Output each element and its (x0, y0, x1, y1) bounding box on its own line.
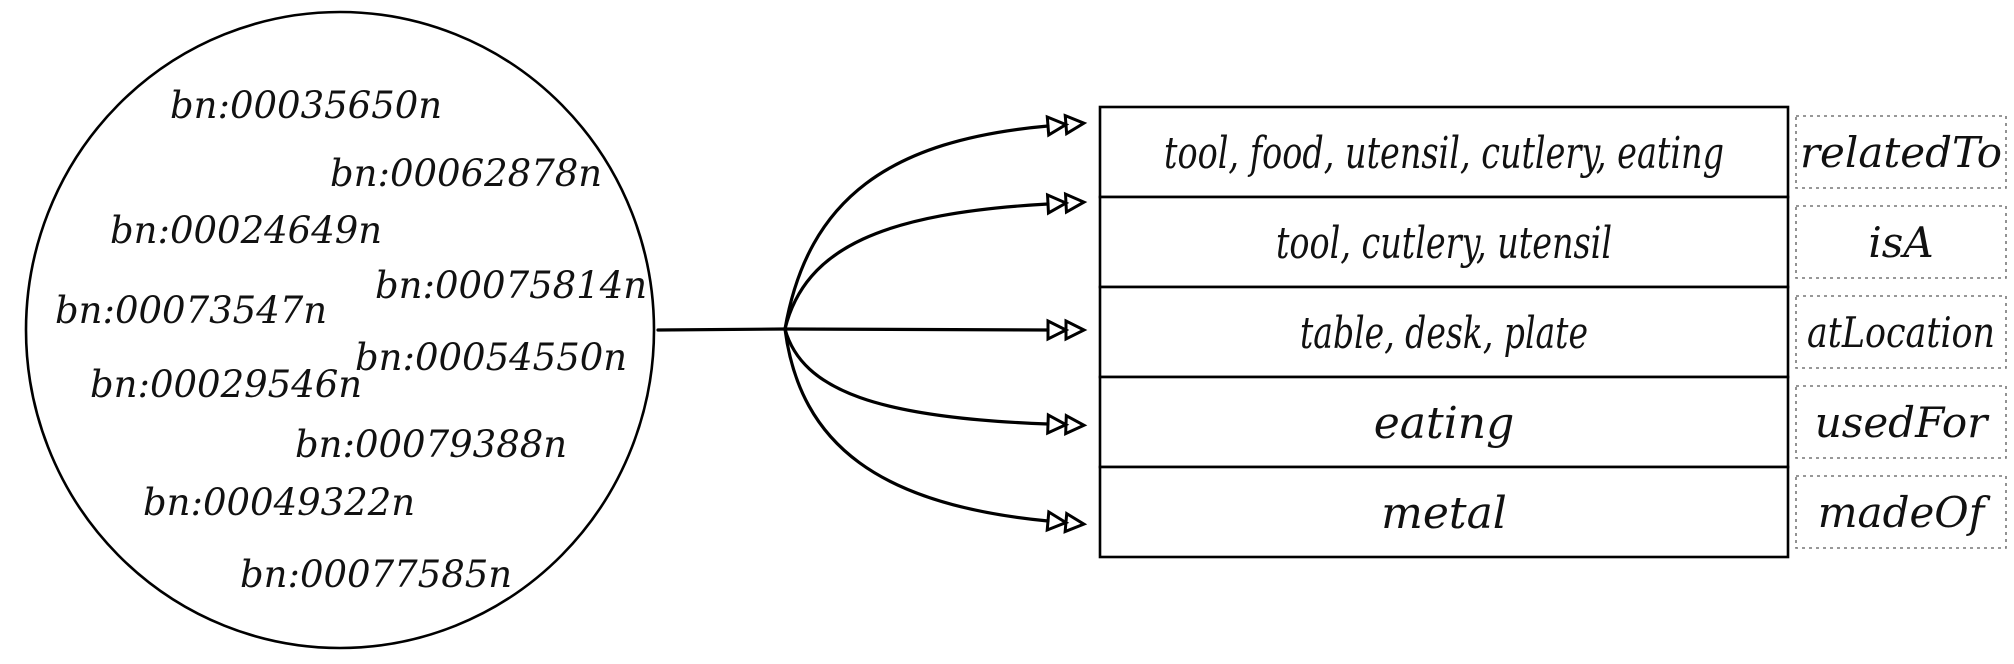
concept-label: eating (1374, 398, 1515, 449)
synset-id: bn:00024649n (110, 209, 382, 252)
relation-cell (1795, 295, 2007, 369)
relation-label: usedFor (1815, 398, 1990, 447)
edge-at-location (783, 327, 1050, 332)
concept-label: tool, cutlery, utensil (1276, 218, 1612, 269)
concept-table: tool, food, utensil, cutlery, eating too… (1098, 105, 1790, 559)
concept-label: table, desk, plate (1300, 308, 1588, 359)
arrowhead-icon (1046, 318, 1088, 342)
arrowhead-icon (1045, 509, 1088, 534)
synset-id: bn:00073547n (55, 289, 327, 332)
synset-id: bn:00029546n (90, 363, 362, 406)
concept-cell (1098, 285, 1790, 379)
relation-label: madeOf (1818, 488, 1991, 537)
synset-id: bn:00049322n (143, 481, 415, 524)
relation-label: relatedTo (1800, 128, 2002, 177)
trunk-edge (656, 327, 787, 332)
edge-made-of (783, 327, 1050, 523)
synset-id: bn:00054550n (355, 336, 627, 379)
relation-cell (1795, 475, 2007, 549)
relation-label: isA (1868, 218, 1933, 267)
synset-id: bn:00079388n (295, 423, 567, 466)
synset-circle (24, 10, 656, 650)
synset-id-list: bn:00035650n bn:00062878n bn:00024649n b… (55, 84, 647, 596)
arrowhead-icon (1046, 412, 1088, 436)
synset-id: bn:00077585n (240, 553, 512, 596)
edge-is-a (783, 202, 1050, 331)
relation-column: relatedTo isA atLocation usedFor madeOf (1795, 115, 2007, 549)
edge-related-to (783, 124, 1050, 331)
arrowheads (1045, 113, 1088, 534)
synset-id: bn:00062878n (330, 152, 602, 195)
concept-label: tool, food, utensil, cutlery, eating (1164, 128, 1724, 179)
concept-cell (1098, 375, 1790, 469)
relation-cell (1795, 385, 2007, 459)
arrowhead-icon (1045, 191, 1088, 216)
synset-id: bn:00035650n (170, 84, 442, 127)
edge-used-for (783, 327, 1050, 426)
concept-cell (1098, 195, 1790, 289)
edges (656, 124, 1050, 523)
arrowhead-icon (1045, 113, 1088, 138)
concept-label: metal (1381, 488, 1507, 539)
relation-label: atLocation (1807, 308, 1995, 357)
relation-cell (1795, 115, 2007, 189)
relation-cell (1795, 205, 2007, 279)
concept-cell (1098, 465, 1790, 559)
synset-id: bn:00075814n (375, 264, 647, 307)
